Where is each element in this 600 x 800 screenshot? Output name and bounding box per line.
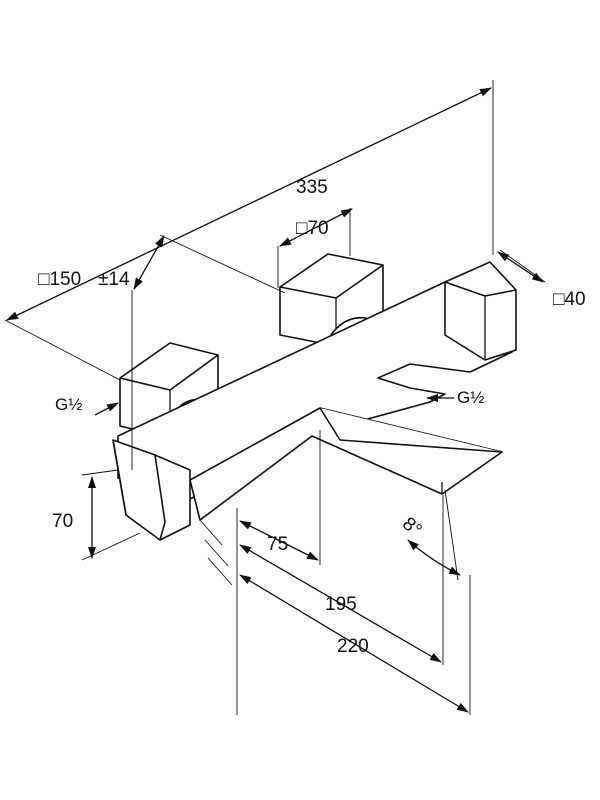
dim-195-label: 195: [325, 594, 357, 615]
dim-75-label: 75: [267, 534, 288, 555]
dim-220-label: 220: [337, 636, 369, 657]
dimension-lines: [4, 80, 546, 715]
thread-left-label: G½: [55, 395, 82, 414]
wall-hatching: [199, 519, 233, 586]
dim-335-label: 335: [296, 177, 328, 198]
dim-height-70-label: 70: [52, 511, 73, 532]
dim-150-label: □150: [38, 269, 81, 290]
thread-right-label: G½: [457, 388, 484, 407]
dim-square-40-label: □40: [553, 289, 586, 310]
dim-square-70-label: □70: [296, 218, 329, 239]
dim-angle-label: 8°: [398, 513, 425, 541]
dim-150-tolerance: ±14: [98, 269, 130, 290]
faucet-body: [112, 253, 517, 541]
